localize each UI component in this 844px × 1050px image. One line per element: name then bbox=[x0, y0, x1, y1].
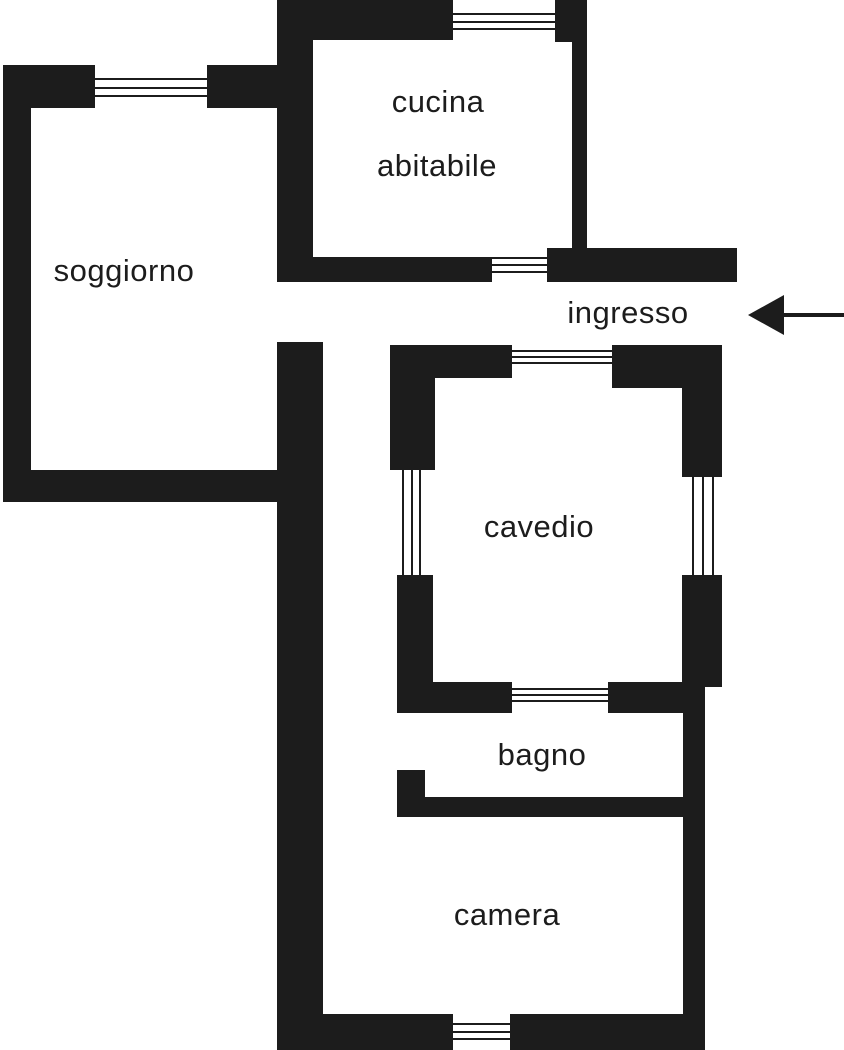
wall-cavedio-topleft-v bbox=[390, 345, 435, 470]
window-cavedio-bottom bbox=[512, 688, 608, 702]
wall-camera-bottom-right bbox=[510, 1014, 705, 1050]
window-cavedio-left bbox=[402, 470, 421, 575]
wall-soggiorno-bottom bbox=[3, 470, 279, 502]
wall-cucina-top-corner bbox=[555, 0, 587, 42]
window-cucina-bottom bbox=[492, 257, 547, 273]
arrow-shaft bbox=[781, 313, 844, 317]
wall-central-spine bbox=[277, 342, 323, 1050]
arrow-head bbox=[748, 295, 784, 335]
window-soggiorno-top bbox=[95, 78, 207, 97]
wall-cavedio-topright-v bbox=[682, 388, 722, 477]
wall-camera-top bbox=[397, 797, 687, 817]
wall-ingresso-top bbox=[547, 248, 737, 282]
room-label-soggiorno: soggiorno bbox=[53, 253, 195, 288]
room-label-cavedio: cavedio bbox=[483, 509, 595, 544]
wall-camera-bottom-left bbox=[277, 1014, 453, 1050]
room-label-camera: camera bbox=[453, 897, 561, 932]
wall-cucina-bottom-left bbox=[277, 257, 492, 282]
window-cucina-top bbox=[453, 13, 555, 30]
wall-soggiorno-top-right bbox=[207, 65, 277, 108]
wall-cucina-left-divider bbox=[277, 0, 313, 282]
wall-bagno-stub bbox=[397, 770, 425, 798]
wall-cavedio-bottomright-h bbox=[608, 682, 683, 713]
wall-soggiorno-left bbox=[3, 65, 31, 502]
wall-cavedio-topright-h bbox=[612, 345, 722, 388]
wall-soggiorno-top-left bbox=[3, 65, 95, 108]
wall-cavedio-bottomright-v bbox=[682, 575, 722, 687]
wall-cucina-right bbox=[572, 40, 587, 282]
window-cavedio-right bbox=[692, 477, 714, 575]
wall-cucina-top-left bbox=[277, 0, 453, 40]
room-label-cucina-line1: cucina bbox=[391, 84, 485, 119]
room-label-bagno: bagno bbox=[497, 737, 587, 772]
wall-cavedio-bottomleft-h bbox=[397, 682, 512, 713]
window-cavedio-top bbox=[512, 350, 612, 364]
window-camera-bottom bbox=[453, 1023, 510, 1040]
wall-right-exterior bbox=[683, 687, 705, 1050]
room-label-cucina-line2: abitabile bbox=[377, 148, 497, 183]
room-label-ingresso: ingresso bbox=[567, 295, 689, 330]
